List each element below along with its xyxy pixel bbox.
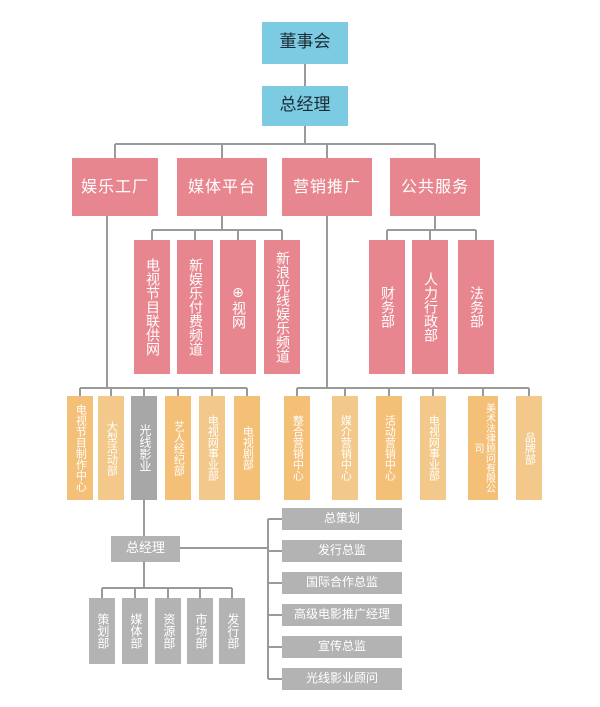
media-unit: 新娱乐付费频道 — [177, 240, 213, 374]
ent-dept: 电视节目制作中心 — [67, 396, 93, 500]
public-unit: 人力行政部 — [412, 240, 448, 374]
mkt-dept: 整合营销中心 — [284, 396, 310, 500]
media-unit: 新浪光线娱乐频道 — [264, 240, 300, 374]
mkt-dept: 品牌部 — [516, 396, 542, 500]
public-unit: 法务部 — [458, 240, 494, 374]
ent-dept: 电视网事业部 — [199, 396, 225, 500]
film-role: 总策划 — [282, 508, 402, 530]
film-role: 发行总监 — [282, 540, 402, 562]
film-role: 高级电影推广经理 — [282, 604, 402, 626]
film-role: 宣传总监 — [282, 636, 402, 658]
film-dept: 市场部 — [187, 598, 213, 664]
board-node: 董事会 — [262, 22, 348, 64]
public-unit: 财务部 — [369, 240, 405, 374]
film-general-manager: 总经理 — [111, 536, 180, 562]
division-public-service: 公共服务 — [390, 158, 480, 216]
ent-dept: 大型活动部 — [98, 396, 124, 500]
film-dept: 发行部 — [219, 598, 245, 664]
film-dept: 资源部 — [155, 598, 181, 664]
ent-dept-film: 光线影业 — [131, 396, 157, 500]
division-entertainment: 娱乐工厂 — [72, 158, 158, 216]
media-unit: ⊕视网 — [220, 240, 256, 374]
ent-dept: 艺人经纪部 — [165, 396, 191, 500]
film-role: 光线影业顾问 — [282, 668, 402, 690]
film-dept: 媒体部 — [122, 598, 148, 664]
mkt-dept: 电视网事业部 — [420, 396, 446, 500]
media-unit: 电视节目联供网 — [134, 240, 170, 374]
mkt-dept: 活动营销中心 — [376, 396, 402, 500]
mkt-dept: 美术法律顾问有限公司 — [468, 396, 498, 500]
division-marketing: 营销推广 — [282, 158, 372, 216]
general-manager-node: 总经理 — [262, 86, 348, 126]
film-role: 国际合作总监 — [282, 572, 402, 594]
division-media: 媒体平台 — [177, 158, 267, 216]
mkt-dept: 媒介营销中心 — [332, 396, 358, 500]
ent-dept: 电视剧部 — [234, 396, 260, 500]
film-dept: 策划部 — [89, 598, 115, 664]
